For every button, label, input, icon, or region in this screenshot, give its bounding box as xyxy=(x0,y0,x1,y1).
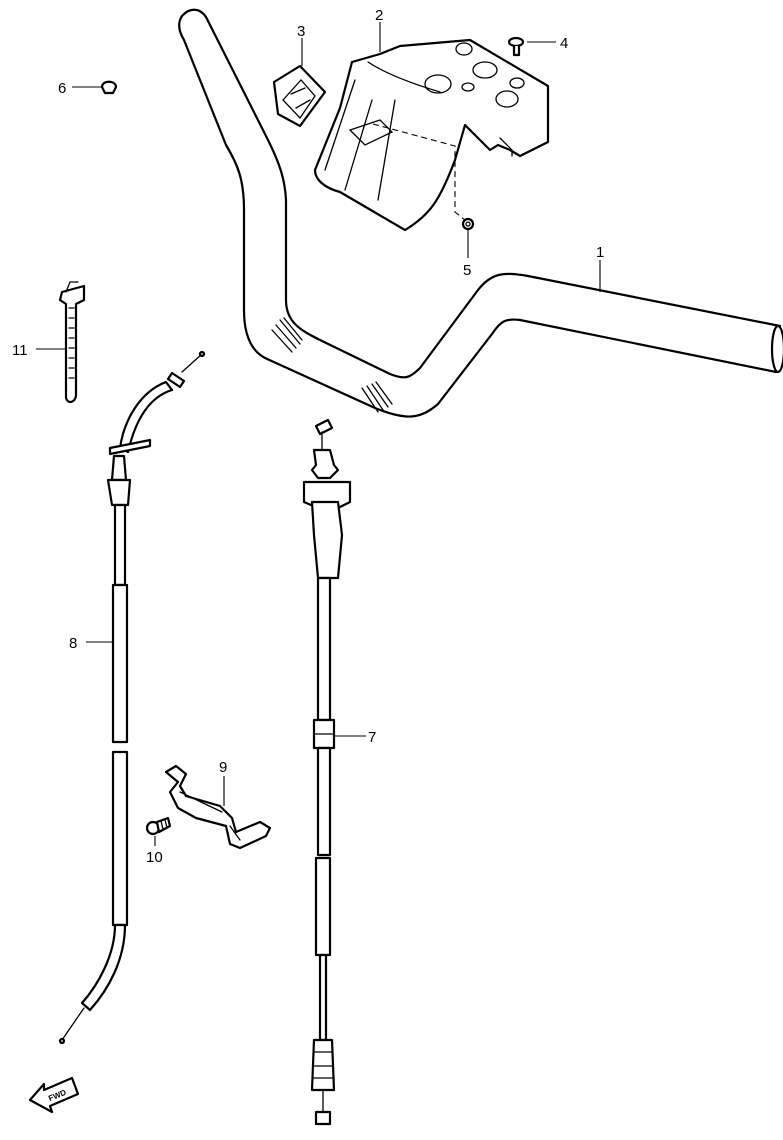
leader-lines xyxy=(36,22,601,846)
forward-arrow: FWD xyxy=(28,1076,80,1114)
handlebar-cover xyxy=(313,38,550,232)
callout-10: 10 xyxy=(146,849,163,866)
bracket xyxy=(164,764,272,850)
fitment-line xyxy=(372,123,466,221)
cable-7 xyxy=(302,418,352,1126)
callout-9: 9 xyxy=(219,759,227,776)
cable-8 xyxy=(58,350,206,1045)
screw xyxy=(507,36,525,57)
callout-7: 7 xyxy=(368,729,376,746)
callout-1: 1 xyxy=(596,244,604,261)
forward-arrow-icon xyxy=(28,1076,80,1114)
handlebar xyxy=(178,8,783,418)
cable-tie xyxy=(58,281,86,404)
callout-8: 8 xyxy=(69,635,77,652)
callout-2: 2 xyxy=(375,7,383,24)
callout-11: 11 xyxy=(12,342,28,359)
emblem xyxy=(272,64,327,128)
callout-3: 3 xyxy=(297,23,305,40)
callout-5: 5 xyxy=(463,262,471,279)
nut xyxy=(461,217,475,231)
bolt xyxy=(145,816,172,836)
cap xyxy=(100,80,118,95)
callout-4: 4 xyxy=(560,35,568,52)
callout-6: 6 xyxy=(58,80,66,97)
